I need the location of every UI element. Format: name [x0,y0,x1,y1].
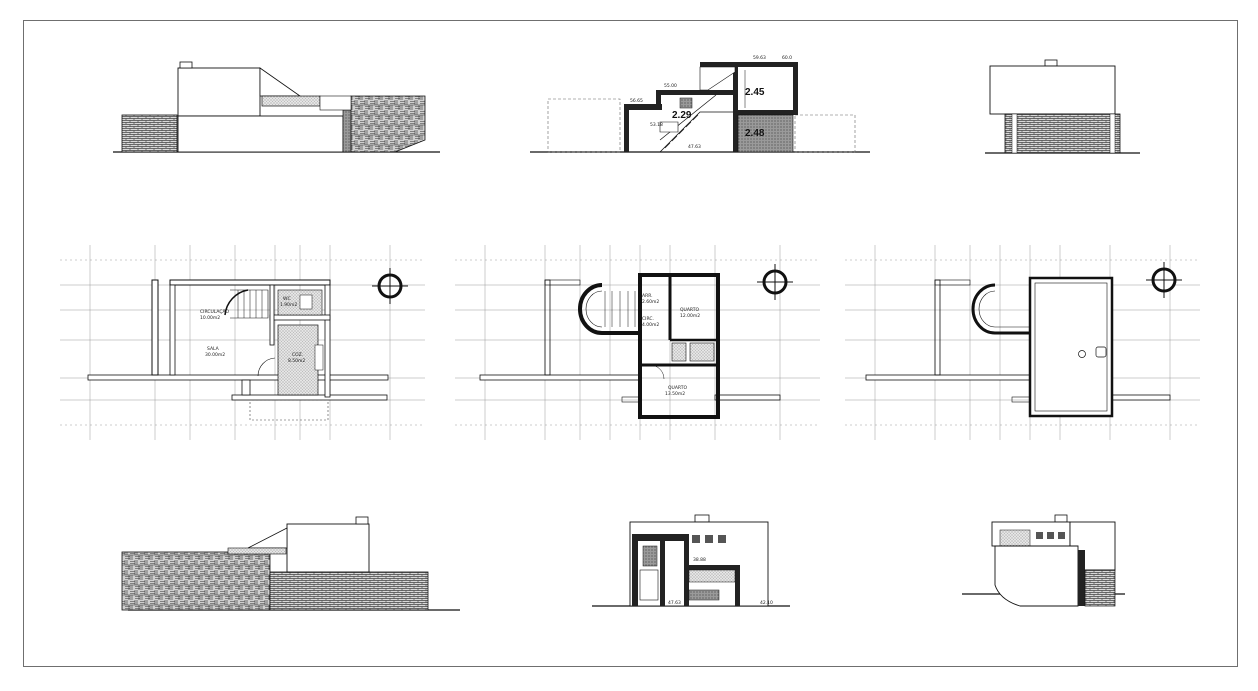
room-hall-area: 2.60m2 [642,299,659,305]
north-arrow-icon [1146,262,1182,298]
room-corridor-area: 4.00m2 [642,322,659,328]
end-elevation [962,514,1125,607]
room-bed-top-name: QUARTO [680,307,699,313]
section-height-lower: 2.48 [745,128,765,139]
roof-plan [865,262,1182,418]
upper-floor-plan: ARR. 2.60m2 QUARTO 12.00m2 CIRC. 4.00m2 … [479,264,793,419]
room-bed-bottom-name: QUARTO [668,385,687,391]
front-elevation: 38.88 47.63 42.10 [592,514,790,607]
room-living-name: SALA [207,346,220,352]
room-stair-area: 10.00m2 [200,315,220,321]
front-level-c: 42.10 [760,600,773,606]
building-section: 2.45 2.29 2.48 59.63 60.0 55.00 56.65 53… [530,55,870,153]
room-hall-name: ARR. [642,293,653,299]
side-elevation-right [121,516,460,611]
room-living-area: 30.00m2 [205,352,225,358]
north-arrow-icon [757,264,793,300]
section-level-landing: 56.65 [630,98,643,104]
room-kitchen-area: 8.50m2 [288,358,305,364]
front-level-b: 47.63 [668,600,681,606]
sheet-frame [23,20,1238,667]
room-kitchen-name: COZ. [292,352,303,358]
room-bed-bottom-area: 13.50m2 [665,391,685,397]
ground-floor-plan: CIRCULAÇÃO 10.00m2 WC 1.90m2 SALA 30.00m… [87,268,408,421]
section-level-top-b: 60.0 [782,55,792,61]
section-height-middle: 2.29 [672,110,692,121]
room-wc-name: WC [283,296,291,302]
section-level-ground: 47.63 [688,144,701,150]
room-wc-area: 1.90m2 [280,302,297,308]
side-elevation-left [113,61,440,153]
section-height-upper: 2.45 [745,87,765,98]
section-level-top-a: 59.63 [753,55,766,61]
front-level-a: 38.88 [693,557,706,563]
room-stair-name: CIRCULAÇÃO [200,308,230,315]
section-level-mid: 53.18 [650,122,663,128]
north-arrow-icon [372,268,408,304]
room-bed-top-area: 12.00m2 [680,313,700,319]
rear-elevation [985,59,1140,154]
section-level-upper: 55.00 [664,83,677,89]
room-corridor-name: CIRC. [642,316,654,322]
